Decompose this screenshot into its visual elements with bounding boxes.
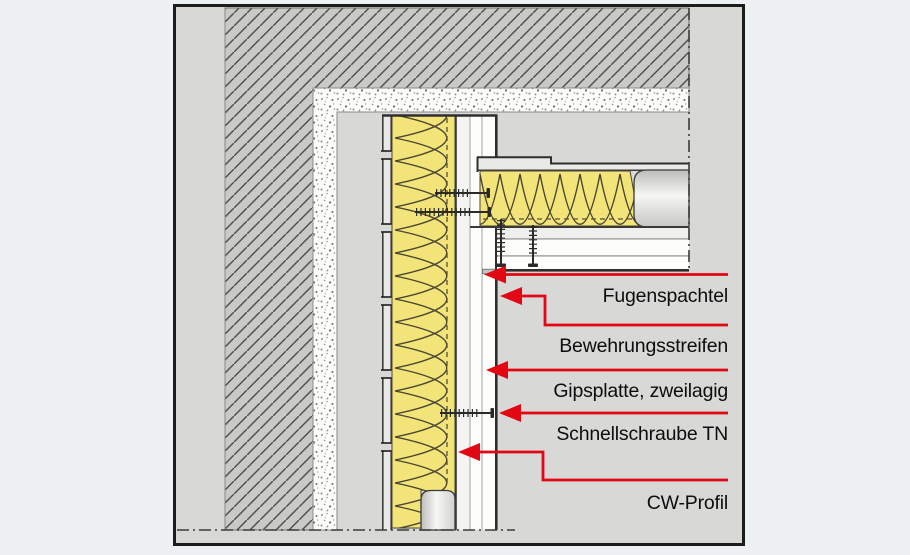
label-schnellschraube: Schnellschraube TN — [556, 423, 728, 445]
cw-profile-web-vertical — [420, 489, 456, 531]
mineral-wool-vertical — [391, 114, 456, 529]
board-face-line-vertical — [495, 115, 498, 530]
gypsum-boards-horizontal — [470, 226, 689, 272]
label-gipsplatte: Gipsplatte, zweilagig — [553, 380, 728, 402]
leader-arrow-icon — [484, 265, 506, 284]
label-bewehrungsstreifen: Bewehrungsstreifen — [559, 335, 728, 357]
cw-profile-back-flange — [380, 115, 394, 530]
leader-arrowheads — [458, 265, 522, 461]
drywall-screw-vertical-2 — [528, 225, 538, 267]
section-cut-lines — [177, 8, 690, 531]
label-fugenspachtel: Fugenspachtel — [603, 285, 728, 307]
leader-lines — [476, 273, 728, 482]
drywall-screw-horizontal-3 — [440, 408, 494, 418]
drywall-screw-vertical-1 — [496, 219, 506, 267]
stud-wall-vertical — [380, 114, 498, 531]
leader-arrow-icon — [499, 404, 521, 422]
stud-wall-horizontal — [470, 156, 690, 275]
annotation-labels: Fugenspachtel Bewehrungsstreifen Gipspla… — [553, 285, 728, 514]
board-face-line-horizontal — [497, 269, 689, 272]
mineral-wool-horizontal — [479, 170, 641, 227]
cw-profile-web-horizontal — [633, 169, 690, 228]
drywall-screw-horizontal-2 — [415, 207, 491, 217]
drawing-content: Fugenspachtel Bewehrungsstreifen Gipspla… — [177, 7, 728, 531]
leader-arrow-icon — [458, 443, 480, 461]
drywall-screw-horizontal-1 — [435, 188, 490, 198]
screws — [415, 188, 538, 418]
leader-line-bewehrungsstreifen — [518, 294, 728, 327]
leader-arrow-icon — [486, 361, 508, 379]
leader-arrow-icon — [500, 287, 522, 305]
label-cw-profil: CW-Profil — [647, 492, 728, 514]
profile-joint-marks — [380, 150, 394, 452]
leader-line-cw-profil — [476, 450, 728, 482]
